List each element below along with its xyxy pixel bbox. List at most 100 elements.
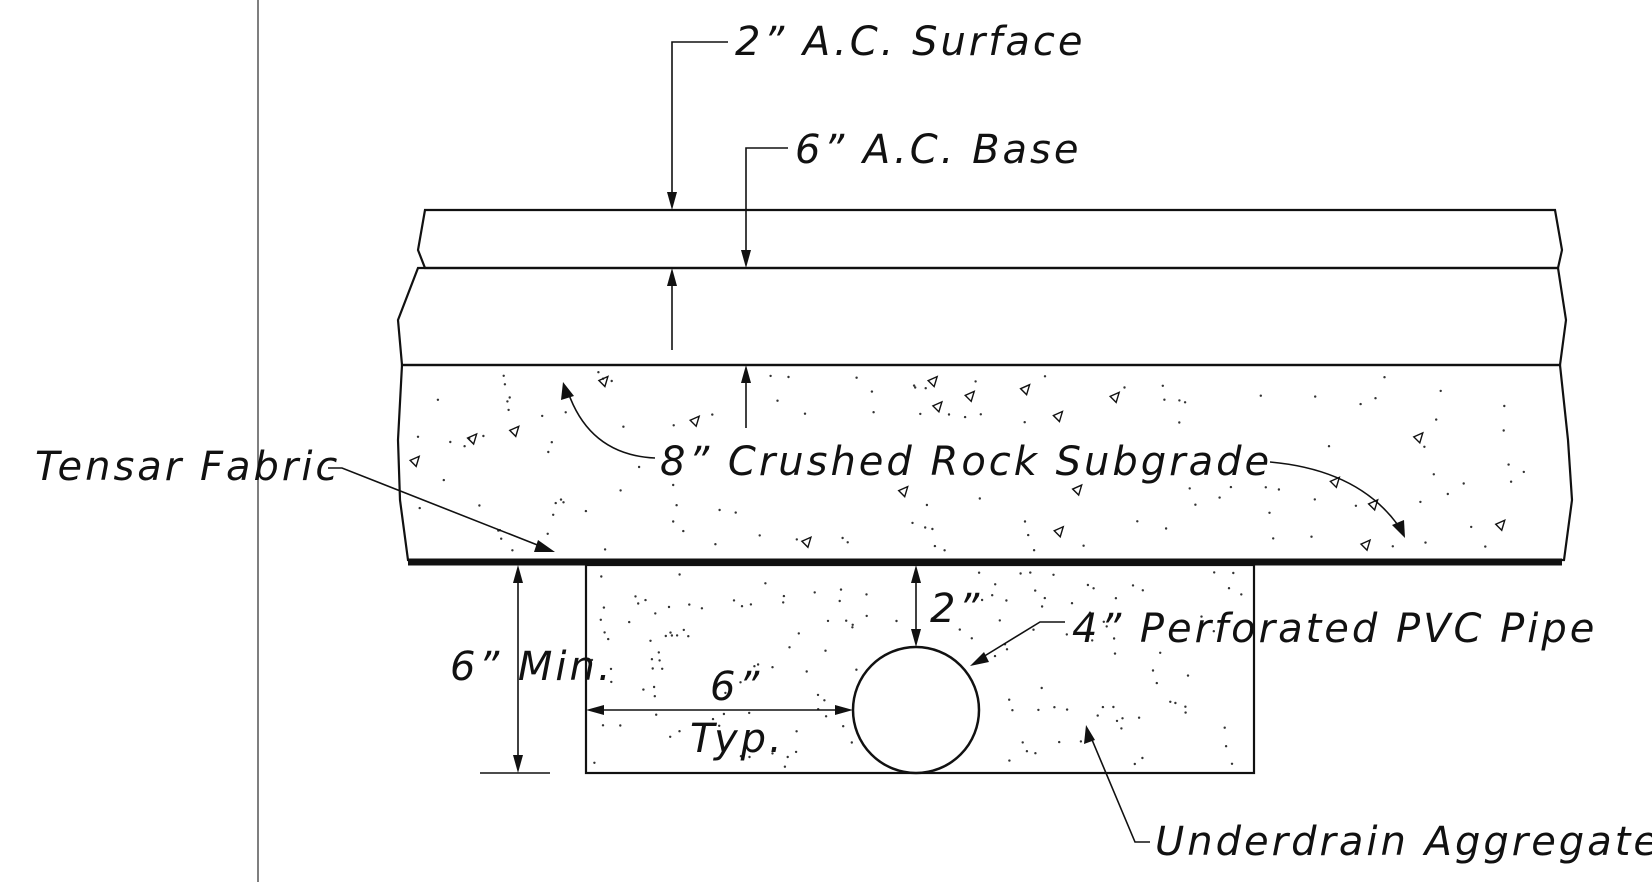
stipple-dot [758, 534, 761, 537]
stipple-dot [416, 435, 420, 438]
stipple-dot [1200, 615, 1203, 618]
aggregate-triangle [800, 536, 813, 549]
stipple-dot [816, 693, 820, 697]
stipple-dot [1027, 533, 1030, 537]
ac-base-lower-arrowhead [741, 365, 751, 383]
stipple-dot [1005, 599, 1008, 602]
stipple-dot [669, 735, 672, 738]
stipple-dot [436, 398, 440, 401]
ac-surface-layer [416, 208, 1564, 270]
stipple-dot [1155, 681, 1159, 685]
stipple-dot [788, 646, 791, 649]
pvc-pipe [851, 645, 981, 775]
stipple-dot [1264, 486, 1268, 489]
aggregate-arrowhead [1084, 725, 1095, 744]
stipple-dot [682, 529, 685, 533]
ac-surface-leader [671, 41, 728, 200]
stipple-dot [650, 658, 654, 661]
stipple-dot [1227, 587, 1231, 590]
stipple-dot [1359, 402, 1362, 406]
stipple-dot [855, 668, 858, 671]
min-depth-bottom-arrowhead [513, 755, 523, 773]
stipple-dot [870, 390, 874, 393]
stipple-dot [795, 730, 798, 733]
stipple-dot [634, 595, 637, 598]
stipple-dot [943, 549, 946, 552]
stipple-dot [823, 699, 826, 702]
stipple-dot [1114, 597, 1118, 600]
stipple-dot [748, 755, 751, 759]
stipple-dot [1151, 669, 1155, 672]
stipple-dot [482, 434, 485, 438]
stipple-dot [463, 445, 466, 448]
stipple-dot [919, 412, 922, 416]
stipple-dot [500, 537, 503, 540]
stipple-dot [1391, 545, 1395, 548]
stipple-dot [1174, 701, 1177, 705]
ac-base-arrowhead [741, 250, 751, 268]
stipple-dot [1053, 706, 1056, 709]
ac-base-layer [396, 266, 1568, 367]
stipple-dot [546, 532, 549, 535]
aggregate-triangle [466, 432, 478, 446]
ac-base-label: 6” A.C. Base [795, 127, 1081, 173]
stipple-dot [1113, 652, 1117, 655]
stipple-dot [1052, 573, 1055, 576]
stipple-dot [610, 379, 613, 383]
stipple-dot [649, 639, 652, 642]
stipple-dot [1503, 404, 1506, 408]
stipple-dot [1224, 745, 1228, 748]
stipple-dot [838, 599, 841, 603]
stipple-dot [978, 497, 981, 500]
stipple-dot [1008, 759, 1011, 762]
stipple-dot [813, 591, 816, 594]
stipple-dot [550, 441, 553, 444]
stipple-dot [1419, 500, 1422, 504]
stipple-dot [794, 750, 798, 754]
stipple-dot [993, 654, 997, 658]
stipple-dot [1184, 705, 1187, 708]
ac-surface-label: 2” A.C. Surface [735, 19, 1085, 65]
stipple-dot [998, 619, 1001, 622]
stipple-dot [654, 612, 657, 615]
tensar-fabric-label: Tensar Fabric [35, 444, 340, 490]
stipple-dot [1136, 520, 1139, 523]
stipple-dot [1029, 571, 1032, 574]
stipple-dot [628, 620, 631, 624]
stipple-dot [771, 666, 774, 669]
stipple-dot [1240, 593, 1243, 596]
aggregate-leader [1089, 734, 1150, 843]
stipple-dot [1008, 698, 1011, 701]
stipple-dot [1183, 401, 1187, 404]
stipple-dot [1032, 549, 1036, 552]
min-depth-label: 6” Min. [450, 644, 614, 690]
min-depth-top-arrowhead [513, 565, 523, 583]
stipple-dot [593, 761, 596, 764]
stipple-dot [667, 605, 671, 609]
aggregate-triangle [1108, 391, 1121, 404]
stipple-dot [1223, 726, 1226, 729]
stipple-dot [672, 424, 675, 427]
stipple-dot [1213, 571, 1216, 574]
stipple-dot [664, 634, 667, 638]
stipple-dot [963, 415, 967, 419]
stipple-dot [803, 412, 807, 415]
stipple-dot [722, 712, 726, 716]
stipple-dot [1462, 482, 1465, 485]
stipple-dot [1023, 421, 1026, 424]
stipple-dot [734, 511, 737, 514]
stipple-dot [1121, 717, 1124, 720]
stipple-dot [1188, 487, 1191, 490]
aggregate-triangle [1019, 383, 1031, 397]
aggregate-stipple [590, 571, 1243, 768]
side-left-arrowhead [586, 705, 604, 715]
stipple-dot [672, 520, 675, 523]
stipple-dot [748, 711, 751, 715]
stipple-dot [418, 506, 421, 510]
stipple-dot [841, 536, 844, 540]
stipple-dot [1023, 520, 1027, 523]
cover-top-arrowhead [911, 565, 921, 583]
aggregate-triangle [1367, 498, 1379, 512]
stipple-dot [845, 619, 848, 622]
stipple-dot [769, 374, 772, 378]
